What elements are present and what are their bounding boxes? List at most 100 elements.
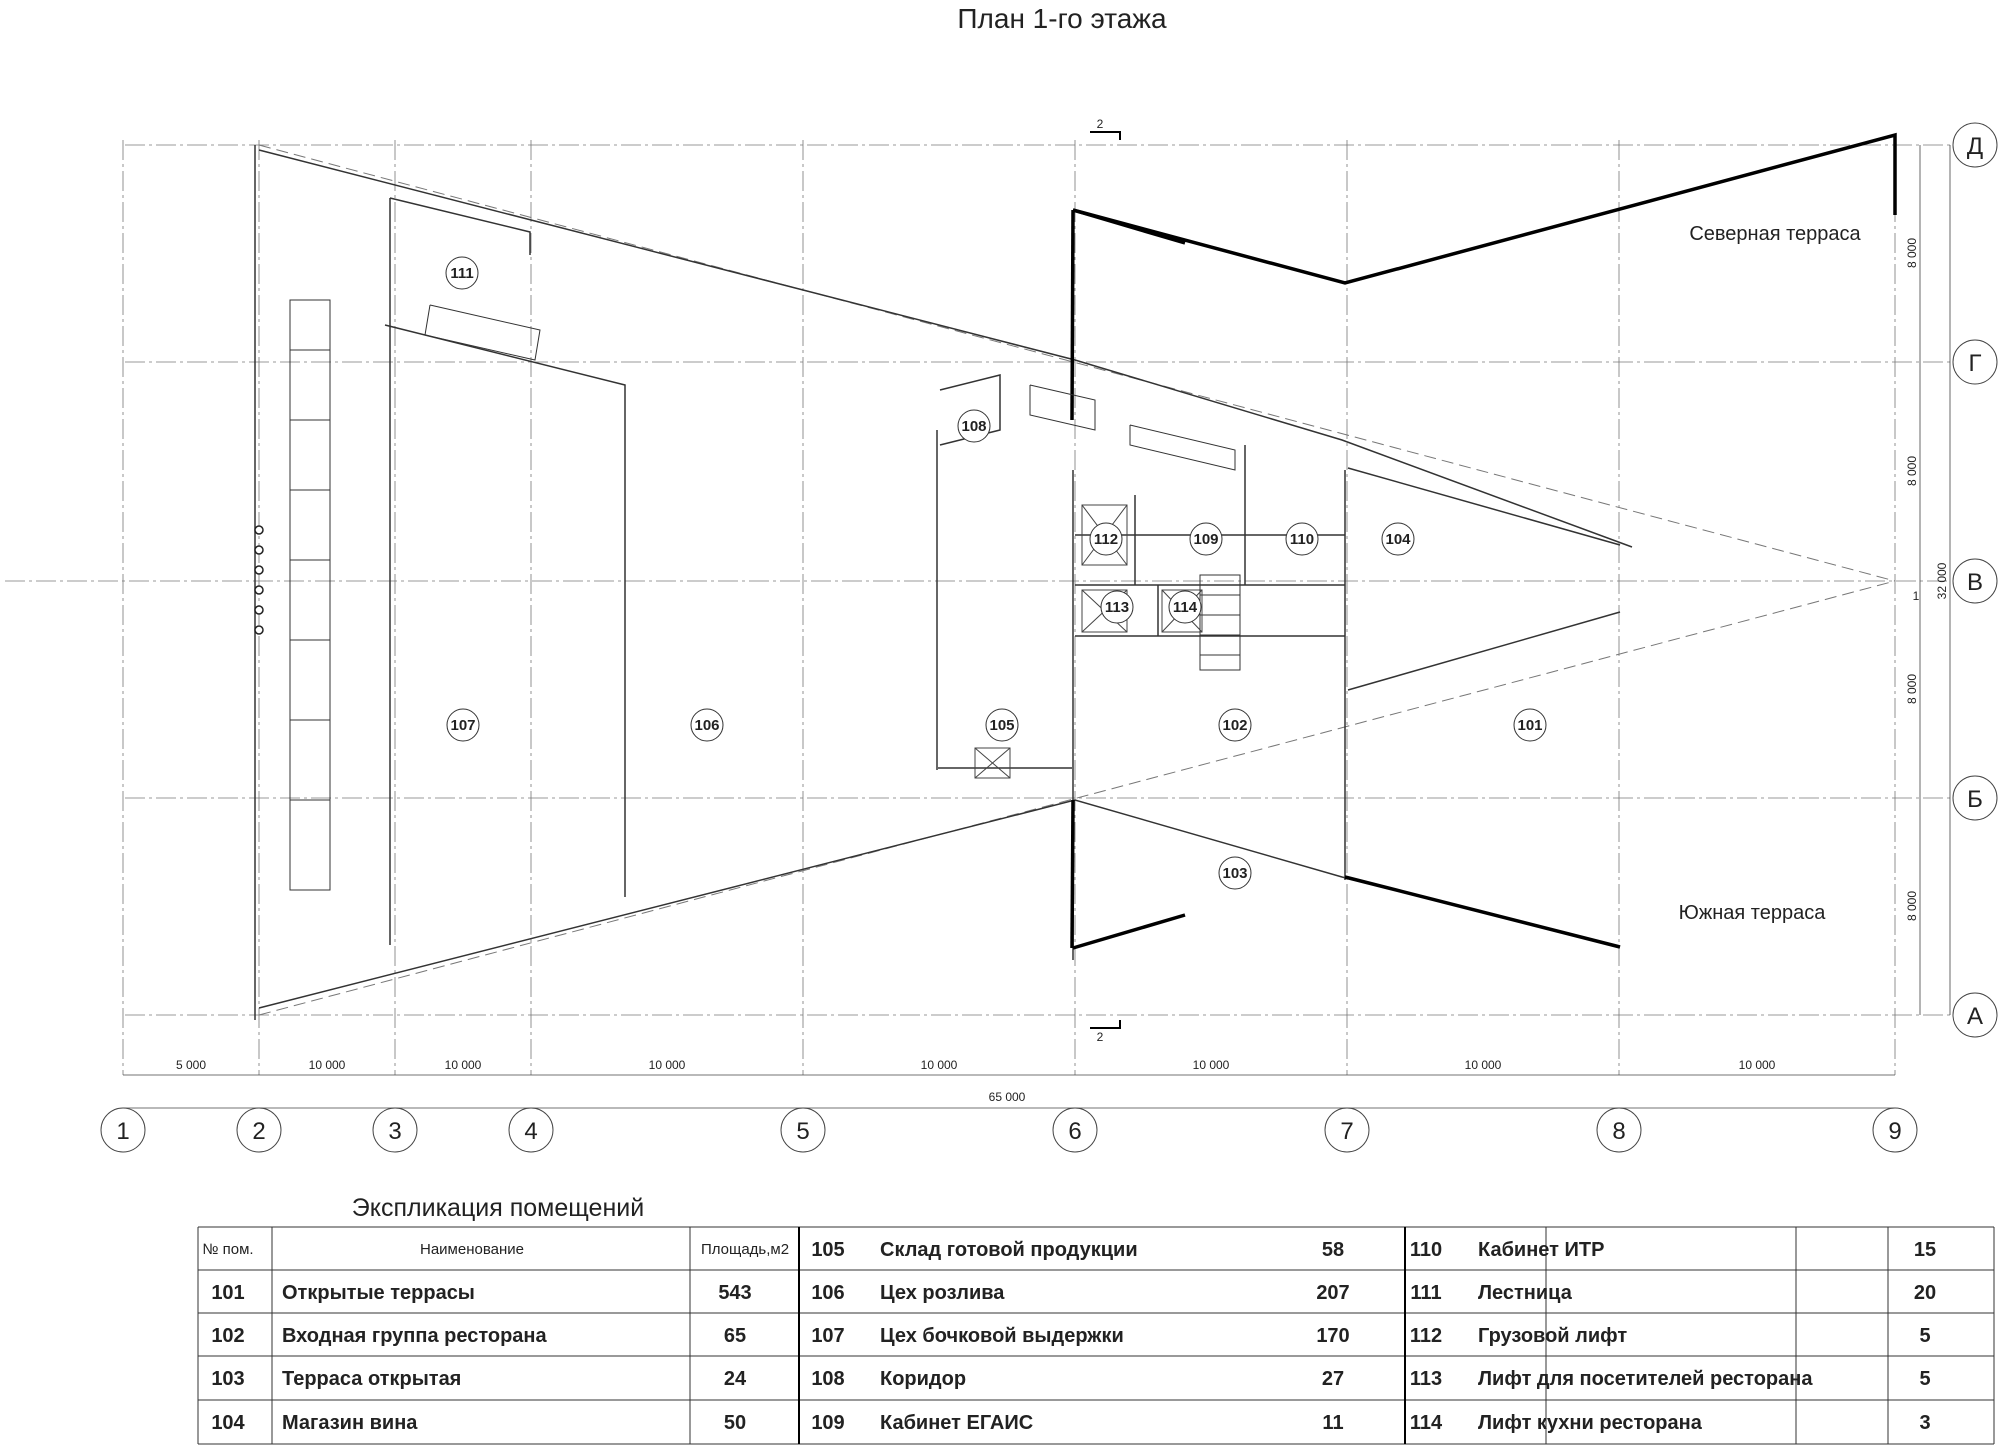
column-axis-8: 8	[1596, 1107, 1642, 1153]
column-span-dim: 10 000	[921, 1058, 958, 1072]
column-axis-9: 9	[1872, 1107, 1918, 1153]
grid-lines	[5, 140, 1950, 1075]
room-area: 170	[1316, 1325, 1349, 1347]
total-height-dim: 32 000	[1935, 562, 1949, 599]
room-area: 65	[724, 1325, 746, 1347]
room-num: 106	[811, 1282, 844, 1304]
room-marker-106: 106	[690, 708, 724, 742]
room-num: 108	[811, 1368, 844, 1390]
row-axis-Б: Б	[1952, 775, 1998, 821]
room-name: Цех бочковой выдержки	[880, 1325, 1124, 1347]
column-axis-7: 7	[1324, 1107, 1370, 1153]
column-axis-label: 4	[524, 1118, 537, 1145]
room-area: 24	[724, 1368, 747, 1390]
room-area: 15	[1914, 1239, 1936, 1261]
row-span-dim: 8 000	[1905, 674, 1919, 704]
column-axis-label: 1	[116, 1118, 129, 1145]
room-name: Цех розлива	[880, 1282, 1005, 1304]
columns	[254, 525, 264, 635]
plan-title: План 1-го этажа	[957, 3, 1167, 34]
room-area: 27	[1322, 1368, 1344, 1390]
explication-row: 108 Коридор 27	[811, 1368, 1344, 1390]
room-area: 5	[1919, 1368, 1930, 1390]
room-name: Кабинет ЕГАИС	[880, 1412, 1033, 1434]
column-axis-2: 2	[236, 1107, 282, 1153]
row-span-dim: 8 000	[1905, 456, 1919, 486]
room-name: Входная группа ресторана	[282, 1325, 547, 1347]
room-name: Магазин вина	[282, 1412, 418, 1434]
room-area: 207	[1316, 1282, 1349, 1304]
room-number: 111	[450, 265, 473, 282]
room-marker-110: 110	[1285, 522, 1319, 556]
room-num: 107	[811, 1325, 844, 1347]
column-span-dim: 5 000	[176, 1058, 206, 1072]
room-marker-107: 107	[446, 708, 480, 742]
terrace-outlines	[1070, 132, 1897, 950]
room-num: 102	[211, 1325, 244, 1347]
header-num: № пом.	[202, 1241, 253, 1258]
room-num: 110	[1410, 1239, 1442, 1261]
explication-row: 107 Цех бочковой выдержки 170	[811, 1325, 1349, 1347]
column-axis-3: 3	[372, 1107, 418, 1153]
room-name: Грузовой лифт	[1478, 1325, 1627, 1347]
column-span-dim: 10 000	[1739, 1058, 1776, 1072]
row-axis-label: Б	[1967, 786, 1983, 813]
room-marker-112: 112	[1089, 522, 1123, 556]
column-axis-label: 9	[1888, 1118, 1901, 1145]
room-name: Лифт для посетителей ресторана	[1478, 1368, 1813, 1390]
column-span-dim: 10 000	[445, 1058, 482, 1072]
outline-dashed	[258, 144, 1896, 1016]
room-num: 103	[211, 1368, 244, 1390]
room-number: 103	[1222, 865, 1247, 882]
room-number: 106	[694, 717, 719, 734]
room-marker-103: 103	[1218, 856, 1252, 890]
dimension-lines	[123, 145, 1951, 1109]
explication-row: 113 Лифт для посетителей ресторана 5	[1410, 1368, 1931, 1390]
room-area: 11	[1322, 1412, 1343, 1434]
column-axis-label: 3	[388, 1118, 401, 1145]
row-axis-label: Г	[1969, 350, 1982, 377]
room-number: 108	[961, 418, 986, 435]
room-marker-102: 102	[1218, 708, 1252, 742]
room-marker-104: 104	[1381, 522, 1415, 556]
room-name: Склад готовой продукции	[880, 1239, 1138, 1261]
north-terrace-label: Северная терраса	[1689, 223, 1861, 245]
column-axis-6: 6	[1052, 1107, 1098, 1153]
room-name: Кабинет ИТР	[1478, 1239, 1604, 1261]
room-area: 58	[1322, 1239, 1344, 1261]
column-axis-label: 6	[1068, 1118, 1081, 1145]
room-marker-109: 109	[1189, 522, 1223, 556]
room-name: Открытые террасы	[282, 1282, 475, 1304]
explication-row: 110 Кабинет ИТР 15	[1410, 1239, 1936, 1261]
room-marker-111: 111	[445, 256, 479, 290]
room-number: 107	[450, 717, 475, 734]
explication-row: 106 Цех розлива 207	[811, 1282, 1349, 1304]
header-name: Наименование	[420, 1241, 524, 1258]
stairs	[289, 299, 1241, 891]
room-area: 543	[718, 1282, 751, 1304]
row-axis-А: А	[1952, 992, 1998, 1038]
room-name: Коридор	[880, 1368, 966, 1390]
column-span-dim: 10 000	[649, 1058, 686, 1072]
total-width-dim: 65 000	[989, 1090, 1026, 1104]
column-axis-label: 5	[796, 1118, 809, 1145]
room-number: 105	[989, 717, 1014, 734]
row-axis-Д: Д	[1952, 122, 1998, 168]
row-span-dim: 8 000	[1905, 238, 1919, 268]
room-num: 113	[1410, 1368, 1442, 1390]
room-marker-101: 101	[1513, 708, 1547, 742]
room-area: 50	[724, 1412, 746, 1434]
row-axis-Г: Г	[1952, 339, 1998, 385]
header-area: Площадь,м2	[701, 1241, 789, 1258]
room-marker-113: 113	[1100, 590, 1134, 624]
room-marker-108: 108	[957, 409, 991, 443]
room-num: 112	[1410, 1325, 1442, 1347]
room-number: 110	[1290, 531, 1314, 548]
room-number: 114	[1173, 599, 1198, 616]
